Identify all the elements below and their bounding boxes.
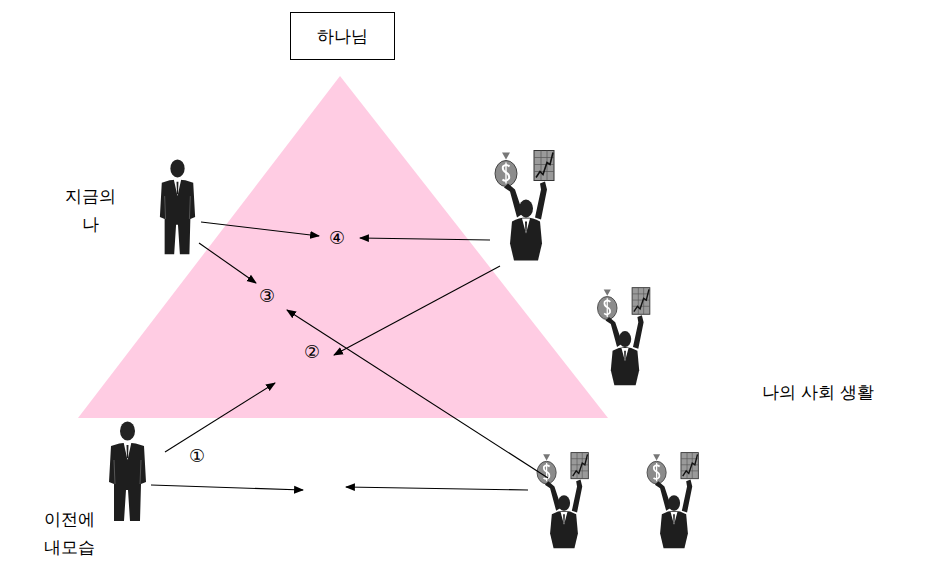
process-box: 하나님 [290, 12, 395, 60]
arrow-line [287, 310, 548, 478]
pyramid [78, 76, 608, 418]
arrow-line [151, 485, 303, 490]
person-figure [160, 159, 195, 254]
business-figure [537, 453, 588, 549]
figure-label: 이전에 내모습 [39, 505, 99, 561]
arrow-line [334, 266, 500, 355]
group-label: 나의 사회 생활 [762, 378, 875, 406]
figure-label: 지금의 나 [60, 182, 120, 238]
box-text: 하나님 [317, 26, 368, 46]
callout-number: ② [304, 342, 320, 362]
arrow-line [360, 238, 490, 240]
business-figure [495, 151, 554, 261]
callout-number: ① [189, 446, 205, 466]
person-figure [109, 422, 146, 522]
arrow-line [201, 222, 319, 236]
business-figure [647, 453, 698, 549]
callout-number: ③ [259, 286, 275, 306]
business-figure [598, 288, 650, 386]
arrow-line [165, 383, 275, 452]
arrow-line [346, 487, 528, 490]
arrow-line [199, 243, 256, 283]
callout-number: ④ [329, 228, 345, 248]
